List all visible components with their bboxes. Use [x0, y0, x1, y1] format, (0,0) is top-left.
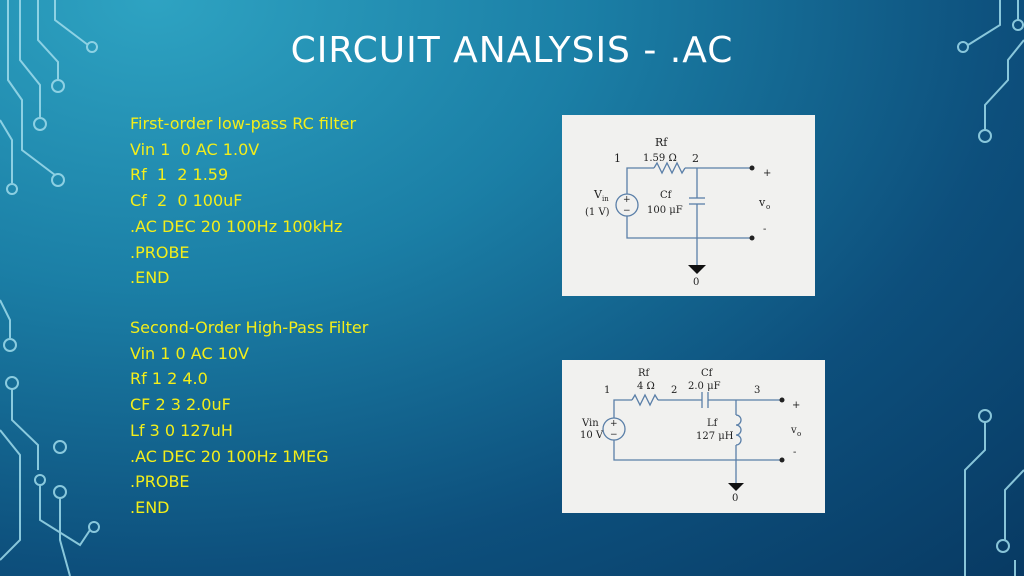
vin-value: (1 V)	[585, 207, 610, 218]
rf-label: Rf	[655, 136, 668, 149]
vin-subscript: in	[602, 195, 609, 203]
netlist-line: .END	[130, 497, 170, 517]
output-plus: +	[792, 400, 800, 411]
netlist-line: Vin 1 0 AC 10V	[130, 343, 250, 363]
netlist-line: CF 2 3 2.0uF	[130, 395, 231, 415]
netlist-line: .AC DEC 20 100Hz 100kHz	[130, 216, 343, 236]
slide-title: CIRCUIT ANALYSIS - .AC	[290, 30, 734, 71]
output-minus: -	[763, 224, 766, 235]
cf-value: 2.0 μF	[688, 381, 721, 392]
node-1-label: 1	[614, 152, 621, 165]
ground-label: 0	[732, 493, 738, 504]
netlist-line: Rf 1 2 4.0	[130, 369, 208, 389]
rf-value: 4 Ω	[637, 381, 655, 392]
ground-label: 0	[693, 277, 699, 288]
vin-label: V	[593, 188, 603, 201]
node-3-label: 3	[754, 385, 760, 396]
rf-value: 1.59 Ω	[643, 153, 677, 164]
node-2-label: 2	[671, 385, 677, 396]
rf-label: Rf	[638, 368, 651, 379]
source-plus: +	[623, 195, 631, 205]
vin-value: 10 V	[580, 430, 604, 441]
netlist-line: First-order low-pass RC filter	[130, 114, 357, 133]
netlist-line: Lf 3 0 127uH	[130, 420, 233, 440]
netlist-line: .PROBE	[130, 472, 190, 492]
lowpass-schematic-drawing: Rf 1.59 Ω 1 2 Cf 100 μF V in (1 V) + − +…	[585, 136, 771, 288]
netlist-highpass: Second-Order High-Pass Filter Vin 1 0 AC…	[130, 315, 368, 521]
netlist-lowpass: First-order low-pass RC filter Vin 1 0 A…	[130, 111, 356, 291]
cf-value: 100 μF	[647, 205, 683, 216]
vin-label: Vin	[581, 418, 599, 429]
netlist-line: Rf 1 2 1.59	[130, 165, 229, 185]
output-plus: +	[763, 168, 771, 179]
source-minus: −	[610, 430, 618, 440]
highpass-schematic: Rf 4 Ω Cf 2.0 μF 1 2 3 Vin 10 V + − Lf 1…	[562, 360, 825, 513]
lf-label: Lf	[707, 418, 719, 429]
vo-label: v	[790, 425, 797, 436]
netlist-line: .PROBE	[130, 242, 190, 262]
netlist-line: Second-Order High-Pass Filter	[130, 318, 369, 337]
node-1-label: 1	[604, 385, 610, 396]
output-minus: -	[793, 447, 796, 458]
vo-subscript: o	[797, 430, 801, 438]
cf-label: Cf	[701, 368, 714, 379]
lowpass-schematic: Rf 1.59 Ω 1 2 Cf 100 μF V in (1 V) + − +…	[562, 115, 815, 296]
node-2-label: 2	[692, 152, 699, 165]
source-minus: −	[623, 206, 631, 216]
vo-subscript: o	[766, 203, 770, 211]
netlist-line: Vin 1 0 AC 1.0V	[130, 139, 260, 159]
source-plus: +	[610, 419, 618, 429]
netlist-line: Cf 2 0 100uF	[130, 191, 243, 211]
cf-label: Cf	[660, 190, 673, 201]
netlist-line: .AC DEC 20 100Hz 1MEG	[130, 446, 329, 466]
lf-value: 127 μH	[696, 431, 734, 442]
vo-label: v	[758, 196, 766, 209]
highpass-schematic-drawing: Rf 4 Ω Cf 2.0 μF 1 2 3 Vin 10 V + − Lf 1…	[580, 368, 801, 504]
netlist-line: .END	[130, 268, 170, 288]
